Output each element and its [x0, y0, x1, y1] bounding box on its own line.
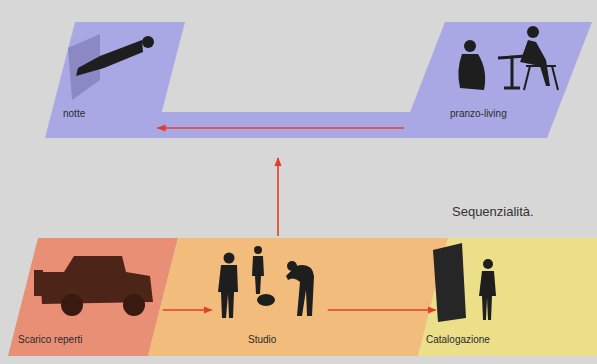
- zone-band: Catalogazione: [418, 238, 597, 356]
- flow-arrow: [158, 127, 404, 129]
- diner-body: [520, 40, 550, 86]
- zone-outline: [45, 22, 185, 138]
- note-label: Sequenzialità.: [452, 204, 534, 219]
- jeep-wheel: [61, 294, 83, 316]
- person-body: [479, 271, 496, 320]
- dining-figures: [458, 26, 558, 90]
- sleeper-figure: [68, 34, 154, 100]
- person-head: [254, 246, 262, 254]
- chair-shape: [524, 66, 558, 90]
- sleeper-body: [76, 40, 143, 76]
- person-head: [483, 259, 493, 269]
- jeep-silhouette: [34, 256, 153, 316]
- zone-label: notte: [63, 108, 85, 120]
- flow-arrow: [328, 309, 436, 311]
- zone-label: Catalogazione: [426, 334, 490, 346]
- zone-label: Scarico reperti: [18, 334, 82, 346]
- zone-band: notte: [45, 22, 185, 138]
- zone-shape: [400, 22, 592, 138]
- bag-shape: [257, 294, 275, 306]
- table-shape: [498, 56, 526, 88]
- diner-head: [527, 26, 539, 38]
- seated-head: [464, 40, 476, 52]
- seated-body: [458, 54, 485, 90]
- study-figures: [218, 246, 314, 318]
- zone-shape: [418, 238, 597, 356]
- zone-label: pranzo-living: [450, 108, 507, 120]
- catalog-figures: [433, 243, 496, 322]
- zone-shape: [8, 238, 178, 356]
- zone-shape: [148, 238, 448, 356]
- spare-tire: [34, 270, 43, 296]
- zone-band: Scarico reperti: [8, 238, 178, 356]
- up-arrow: [277, 158, 279, 236]
- zone-band: Studio: [148, 238, 448, 356]
- sleeper-head: [142, 36, 154, 48]
- person-head: [224, 253, 235, 264]
- zone-band: pranzo-living: [400, 22, 592, 138]
- jeep-wheel: [123, 294, 145, 316]
- bed-shape: [68, 34, 100, 100]
- zone-outline: [400, 22, 592, 138]
- person-body: [218, 265, 238, 318]
- person-head: [287, 261, 297, 271]
- corridor-band: [140, 112, 420, 138]
- person-body: [286, 265, 314, 316]
- zone-shape: [45, 22, 185, 138]
- person-body: [252, 256, 264, 294]
- catalog-slab: [433, 243, 466, 322]
- flow-arrow: [163, 309, 212, 311]
- zone-outline: [148, 238, 448, 356]
- zone-label: Studio: [248, 334, 276, 346]
- jeep-body: [40, 256, 153, 304]
